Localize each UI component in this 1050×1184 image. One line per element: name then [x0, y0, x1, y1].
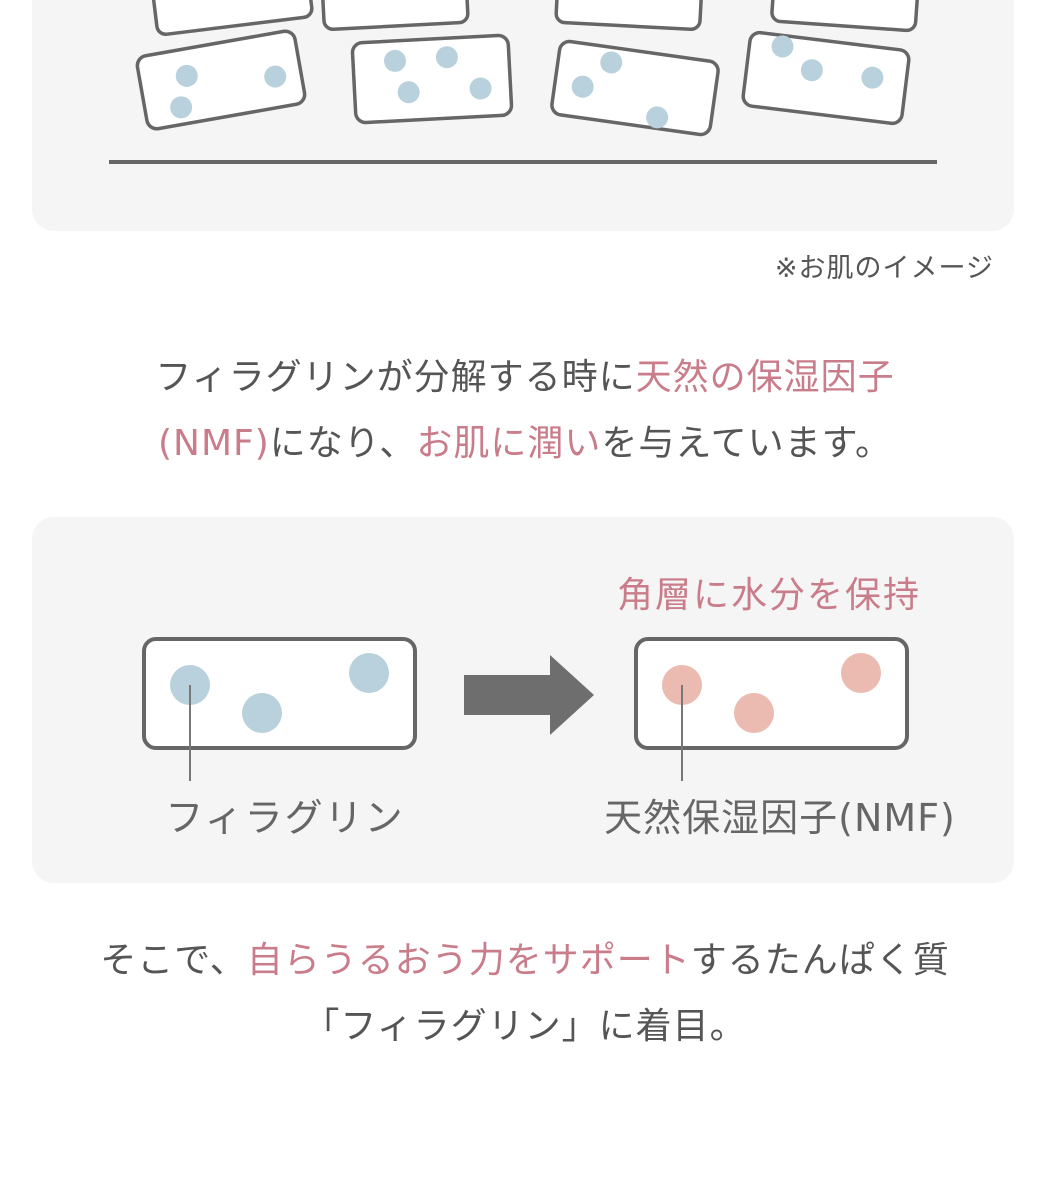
nmf-label: 天然保湿因子(NMF) — [604, 796, 956, 840]
paragraph-line: そこで、自らうるおう力をサポートするたんぱく質 — [0, 928, 1050, 994]
highlight-text: お肌に潤い — [416, 423, 602, 464]
skin-cell — [350, 33, 514, 125]
skin-cell — [770, 0, 920, 33]
filaggrin-cell — [142, 637, 417, 781]
plain-text: フィラグリンが分解する時に — [155, 357, 636, 398]
skin-cell — [554, 0, 704, 32]
skin-illustration-panel — [32, 0, 1014, 231]
filaggrin-dot — [349, 653, 389, 693]
plain-text: するたんぱく質 — [690, 940, 950, 981]
skin-cell — [135, 29, 307, 131]
skin-cell — [550, 39, 720, 137]
skin-cell — [320, 0, 470, 32]
skin-cell — [741, 30, 911, 126]
skin-cell — [150, 0, 314, 37]
paragraph-line: フィラグリンが分解する時に天然の保湿因子 — [0, 345, 1050, 411]
plain-text: になり、 — [269, 423, 417, 464]
moisture-retention-label: 角層に水分を保持 — [616, 575, 921, 616]
filaggrin-to-nmf-diagram — [142, 637, 909, 781]
paragraph-line: (NMF)になり、お肌に潤いを与えています。 — [0, 411, 1050, 477]
highlight-text: (NMF) — [158, 423, 270, 464]
plain-text: を与えています。 — [601, 423, 892, 464]
filaggrin-label: フィラグリン — [165, 796, 405, 840]
paragraph-nmf-explanation: フィラグリンが分解する時に天然の保湿因子 (NMF)になり、お肌に潤いを与えてい… — [0, 345, 1050, 477]
nmf-dot — [734, 693, 774, 733]
skin-cells-illustration — [109, 0, 937, 164]
illustration-note: ※お肌のイメージ — [774, 253, 994, 284]
filaggrin-dot — [242, 693, 282, 733]
arrow-right-icon — [464, 655, 594, 735]
nmf-diagram-panel — [32, 517, 1014, 883]
nmf-dot — [841, 653, 881, 693]
plain-text: そこで、 — [100, 940, 247, 981]
nmf-cell — [634, 637, 909, 781]
highlight-text: 自らうるおう力をサポート — [246, 940, 691, 981]
paragraph-filaggrin-focus: そこで、自らうるおう力をサポートするたんぱく質 「フィラグリン」に着目。 — [0, 928, 1050, 1060]
paragraph-line: 「フィラグリン」に着目。 — [303, 1006, 747, 1047]
highlight-text: 天然の保湿因子 — [635, 357, 895, 398]
